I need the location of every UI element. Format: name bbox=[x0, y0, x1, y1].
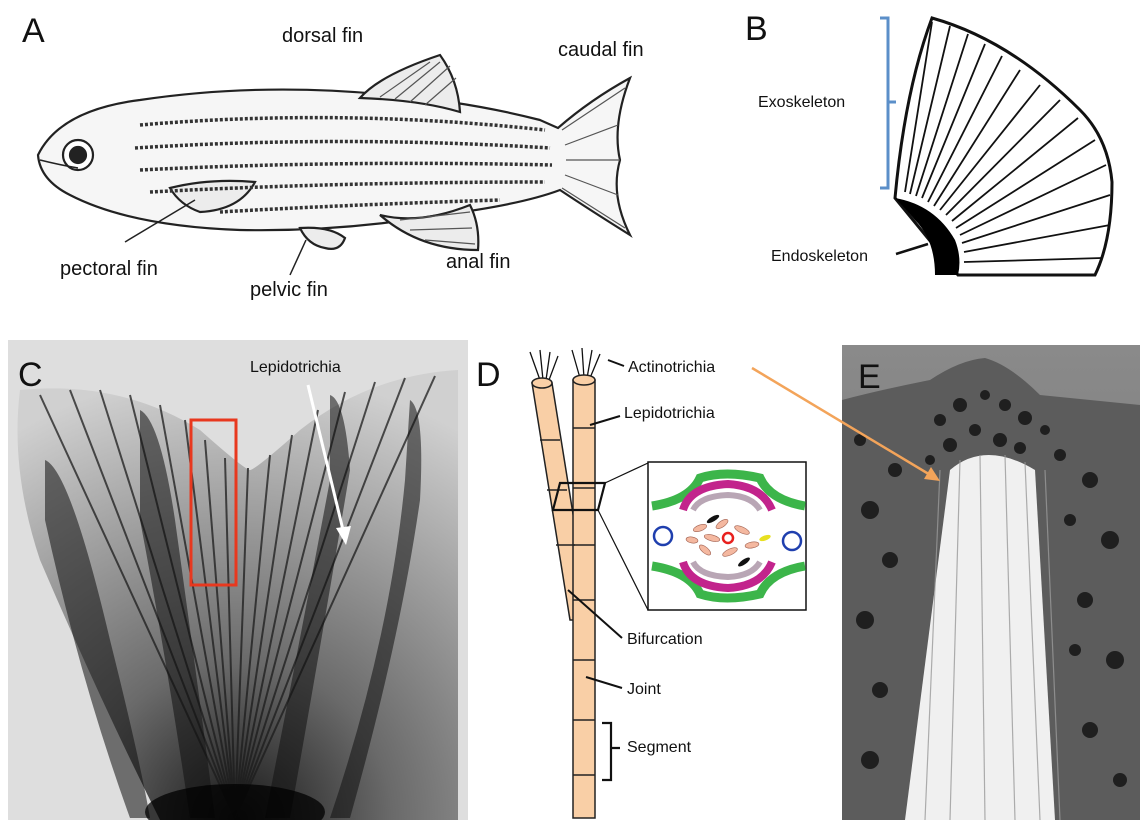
label-c-lepidotrichia: Lepidotrichia bbox=[250, 359, 341, 376]
fish-illustration bbox=[38, 55, 630, 250]
label-caudal-fin: caudal fin bbox=[558, 39, 644, 61]
label-bifurcation: Bifurcation bbox=[627, 631, 703, 648]
label-joint: Joint bbox=[627, 681, 661, 698]
label-exoskeleton: Exoskeleton bbox=[758, 94, 845, 111]
cross-section-inset bbox=[648, 462, 806, 610]
leader-actinotrichia bbox=[608, 360, 624, 366]
label-actinotrichia: Actinotrichia bbox=[628, 359, 715, 376]
label-endoskeleton: Endoskeleton bbox=[771, 248, 868, 265]
segment-bracket bbox=[602, 723, 620, 780]
zoom-line-top bbox=[605, 463, 648, 483]
panel-e-letter: E bbox=[858, 358, 881, 396]
label-d-lepidotrichia: Lepidotrichia bbox=[624, 405, 715, 422]
panel-b-letter: B bbox=[745, 10, 768, 48]
label-pelvic-fin: pelvic fin bbox=[250, 279, 328, 301]
panel-c: C Lepidotrichia bbox=[8, 340, 468, 820]
exoskeleton-bracket bbox=[880, 18, 896, 188]
vessel-right bbox=[783, 532, 801, 550]
vessel-center bbox=[723, 533, 733, 543]
leader-endoskeleton bbox=[896, 244, 928, 254]
vessel-left bbox=[654, 527, 672, 545]
zoom-line-bottom bbox=[598, 510, 648, 610]
label-anal-fin: anal fin bbox=[446, 251, 511, 273]
label-dorsal-fin: dorsal fin bbox=[282, 25, 363, 47]
panel-d-letter: D bbox=[476, 356, 501, 394]
lepidotrichia-rays bbox=[532, 375, 595, 818]
panel-b: B Exoskeleton Endoskeleton bbox=[745, 10, 1112, 275]
label-pectoral-fin: pectoral fin bbox=[60, 258, 158, 280]
label-segment: Segment bbox=[627, 739, 692, 756]
panel-a-letter: A bbox=[22, 12, 45, 50]
panel-a: A d bbox=[22, 12, 644, 301]
panel-d: D bbox=[476, 348, 806, 818]
panel-c-letter: C bbox=[18, 356, 43, 394]
panel-e: E bbox=[842, 345, 1140, 820]
leader-pelvic bbox=[290, 240, 306, 275]
